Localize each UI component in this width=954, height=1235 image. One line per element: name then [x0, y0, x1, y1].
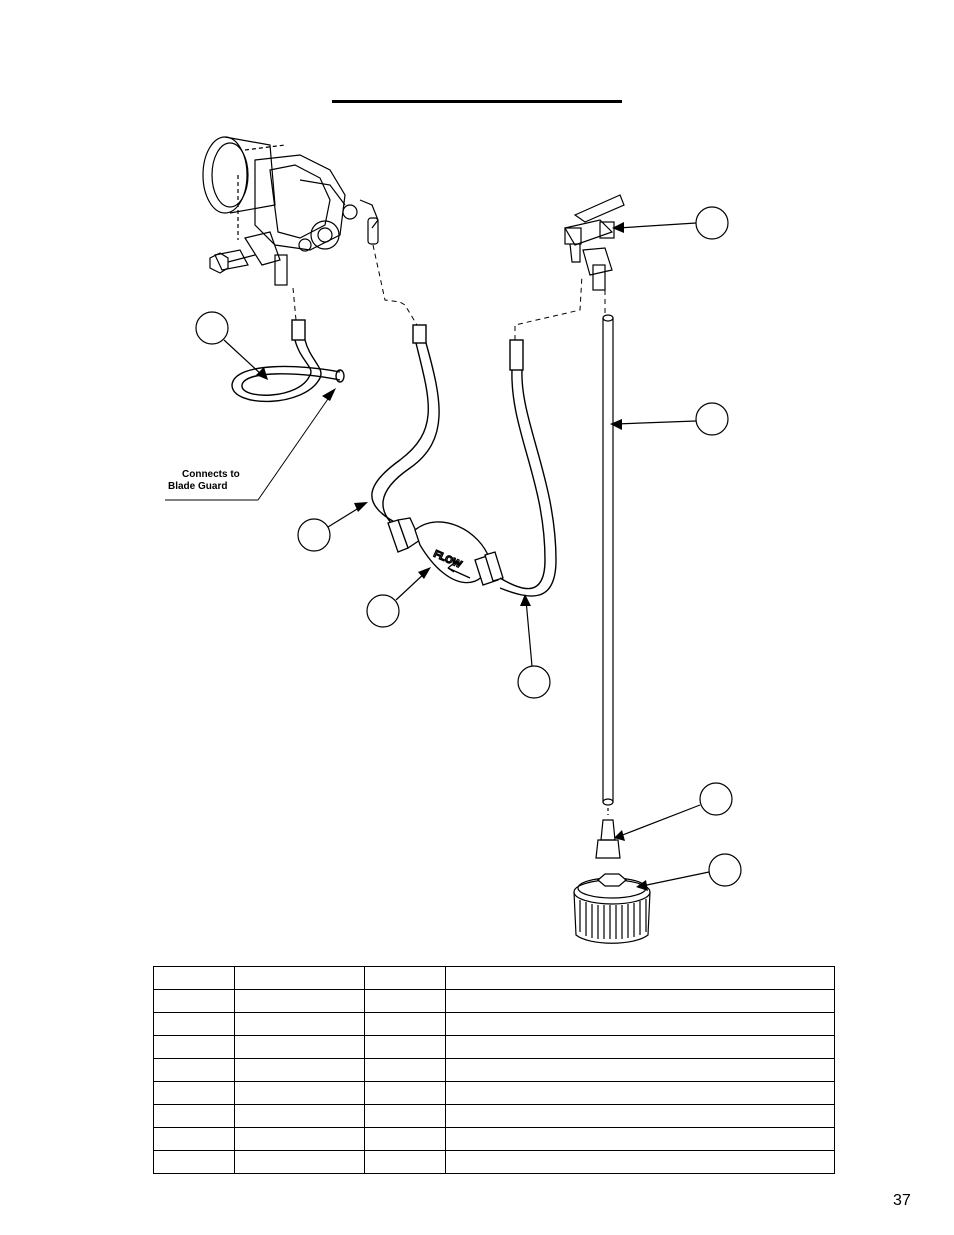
- blade-guard-note: Connects to Blade Guard: [165, 388, 336, 501]
- outlet-hose: [499, 339, 557, 597]
- table-cell: [234, 1104, 365, 1128]
- title-underline: [332, 100, 622, 103]
- callout-balloons: [195, 206, 742, 887]
- table-cell: [364, 1012, 446, 1036]
- callout-balloon: [699, 782, 733, 816]
- note-line-2: Blade Guard: [168, 481, 227, 492]
- table-cell: [364, 1081, 446, 1105]
- table-row: [153, 1104, 835, 1128]
- callout-balloon: [695, 402, 729, 436]
- table-cell: [234, 1035, 365, 1059]
- table-cell: [445, 989, 835, 1013]
- header-cell: [234, 966, 365, 990]
- table-row: [153, 1058, 835, 1082]
- table-cell: [234, 1012, 365, 1036]
- header-cell: [364, 966, 446, 990]
- table-cell: [364, 1104, 446, 1128]
- table-cell: [445, 1104, 835, 1128]
- note-line-1: Connects to: [182, 469, 240, 480]
- table-row: [153, 1127, 835, 1151]
- table-row: [153, 989, 835, 1013]
- callout-balloon: [708, 853, 742, 887]
- callout-balloon: [695, 206, 729, 240]
- pickup-tube: [602, 314, 614, 815]
- table-row: [153, 1035, 835, 1059]
- table-cell: [153, 1035, 235, 1059]
- table-cell: [445, 1058, 835, 1082]
- table-cell: [153, 1104, 235, 1128]
- fuel-valve: [564, 194, 625, 291]
- table-cell: [445, 1012, 835, 1036]
- table-cell: [153, 1012, 235, 1036]
- table-cell: [364, 1058, 446, 1082]
- primer-bulb: FLOW: [387, 517, 504, 586]
- table-cell: [234, 1127, 365, 1151]
- table-cell: [153, 1058, 235, 1082]
- table-cell: [445, 1127, 835, 1151]
- table-row: [153, 1081, 835, 1105]
- table-cell: [364, 1035, 446, 1059]
- table-cell: [153, 1127, 235, 1151]
- table-cell: [234, 989, 365, 1013]
- table-cell: [234, 1058, 365, 1082]
- table-cell: [153, 1150, 235, 1174]
- table-cell: [153, 1081, 235, 1105]
- page-number: 37: [893, 1192, 911, 1209]
- table-cell: [445, 1035, 835, 1059]
- supply-hose: [371, 324, 440, 536]
- callout-balloon: [517, 665, 551, 699]
- table-cell: [234, 1081, 365, 1105]
- engine-assembly: [202, 136, 379, 286]
- callout-balloon: [195, 311, 229, 345]
- table-cell: [364, 989, 446, 1013]
- parts-table: [153, 966, 835, 1174]
- table-cell: [234, 1150, 365, 1174]
- arrowheads: [256, 222, 648, 891]
- table-cell: [153, 989, 235, 1013]
- table-row: [153, 1012, 835, 1036]
- table-cell: [364, 1127, 446, 1151]
- callout-balloon: [366, 594, 400, 628]
- return-hose: [231, 319, 345, 403]
- fuel-system-diagram: FLOW: [165, 136, 742, 944]
- callout-balloon: [297, 518, 331, 552]
- table-cell: [445, 1150, 835, 1174]
- table-row: [153, 1150, 835, 1174]
- table-cell: [364, 1150, 446, 1174]
- table-cell: [445, 1081, 835, 1105]
- connection-dashes: [292, 244, 606, 340]
- header-cell: [445, 966, 835, 990]
- table-header-row: [153, 966, 835, 990]
- barb-fitting: [595, 819, 621, 859]
- fuel-filter: [573, 873, 651, 944]
- header-cell: [153, 966, 235, 990]
